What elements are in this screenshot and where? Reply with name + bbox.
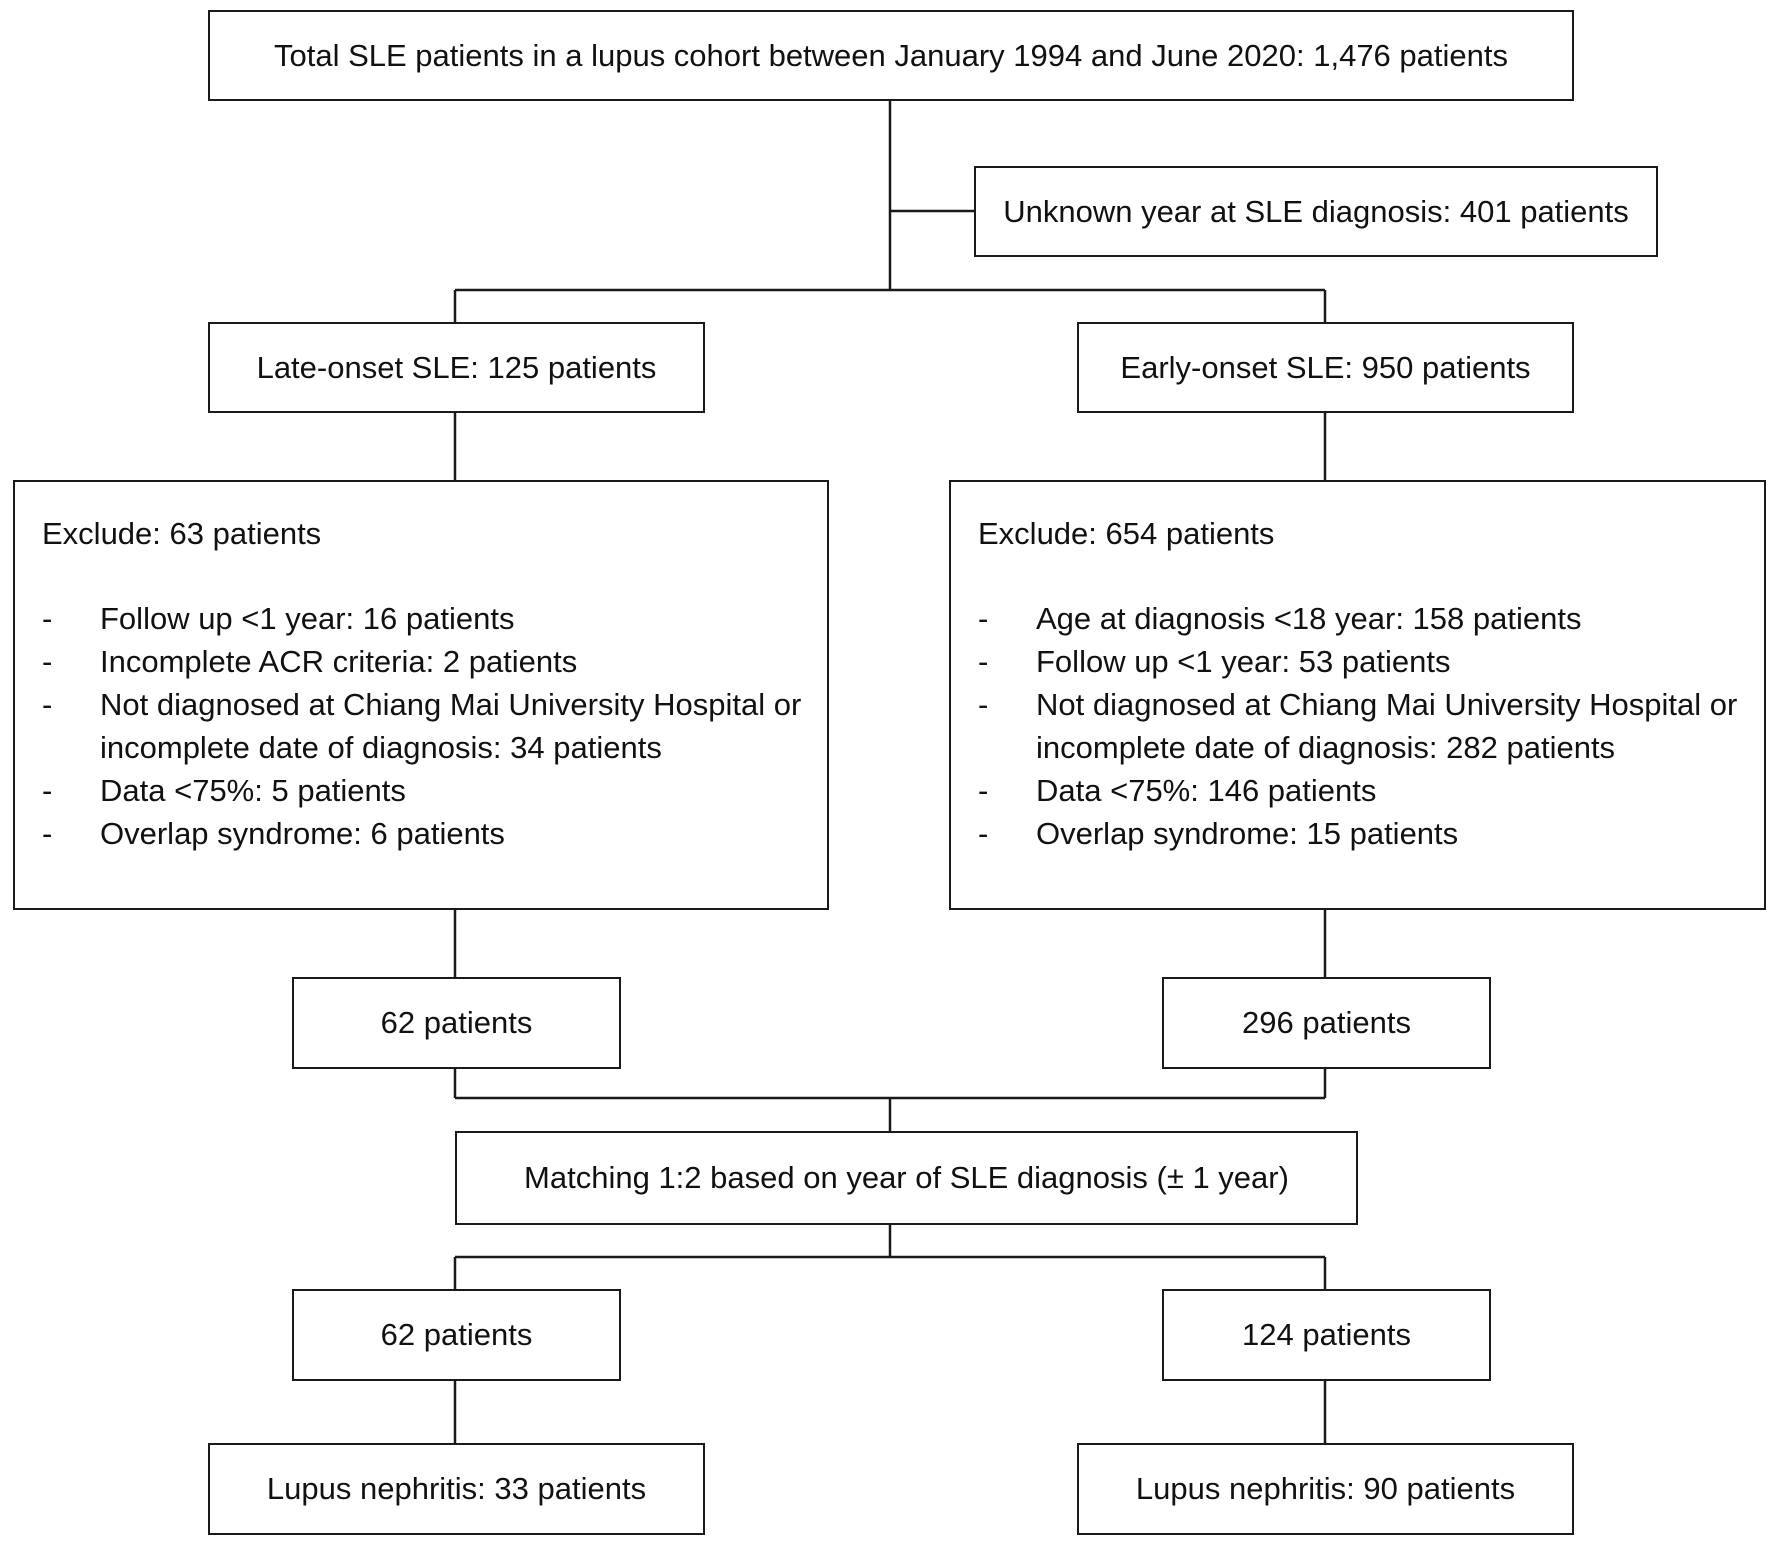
matching-box: Matching 1:2 based on year of SLE diagno… xyxy=(455,1131,1358,1225)
total-patients-label: Total SLE patients in a lupus cohort bet… xyxy=(274,37,1508,73)
late-exclude-item: Not diagnosed at Chiang Mai University H… xyxy=(42,683,807,769)
early-remaining-box: 296 patients xyxy=(1162,977,1491,1069)
late-nephritis-label: Lupus nephritis: 33 patients xyxy=(266,1471,647,1507)
late-exclude-item: Data <75%: 5 patients xyxy=(42,769,807,812)
late-nephritis-box: Lupus nephritis: 33 patients xyxy=(208,1443,705,1535)
late-exclude-title: Exclude: 63 patients xyxy=(42,516,322,551)
total-patients-box: Total SLE patients in a lupus cohort bet… xyxy=(208,10,1574,101)
early-matched-box: 124 patients xyxy=(1162,1289,1491,1381)
early-exclude-item: Follow up <1 year: 53 patients xyxy=(978,640,1744,683)
early-nephritis-label: Lupus nephritis: 90 patients xyxy=(1135,1471,1516,1507)
unknown-year-box: Unknown year at SLE diagnosis: 401 patie… xyxy=(974,166,1658,257)
late-exclude-item: Overlap syndrome: 6 patients xyxy=(42,812,807,855)
late-exclude-item: Follow up <1 year: 16 patients xyxy=(42,597,807,640)
late-exclude-box: Exclude: 63 patients Follow up <1 year: … xyxy=(13,480,829,910)
early-exclude-item: Overlap syndrome: 15 patients xyxy=(978,812,1744,855)
early-exclude-item: Data <75%: 146 patients xyxy=(978,769,1744,812)
unknown-year-label: Unknown year at SLE diagnosis: 401 patie… xyxy=(1003,193,1629,229)
late-remaining-box: 62 patients xyxy=(292,977,621,1069)
late-exclude-list: Follow up <1 year: 16 patients Incomplet… xyxy=(42,597,807,855)
early-onset-label: Early-onset SLE: 950 patients xyxy=(1120,349,1531,385)
late-remaining-label: 62 patients xyxy=(380,1005,533,1041)
matching-label: Matching 1:2 based on year of SLE diagno… xyxy=(524,1160,1289,1196)
late-exclude-item: Incomplete ACR criteria: 2 patients xyxy=(42,640,807,683)
late-matched-box: 62 patients xyxy=(292,1289,621,1381)
late-onset-box: Late-onset SLE: 125 patients xyxy=(208,322,705,413)
early-matched-label: 124 patients xyxy=(1242,1317,1411,1353)
early-exclude-item: Age at diagnosis <18 year: 158 patients xyxy=(978,597,1744,640)
late-matched-label: 62 patients xyxy=(380,1317,533,1353)
early-exclude-item: Not diagnosed at Chiang Mai University H… xyxy=(978,683,1744,769)
early-remaining-label: 296 patients xyxy=(1242,1005,1411,1041)
early-exclude-box: Exclude: 654 patients Age at diagnosis <… xyxy=(949,480,1766,910)
early-nephritis-box: Lupus nephritis: 90 patients xyxy=(1077,1443,1574,1535)
early-exclude-list: Age at diagnosis <18 year: 158 patients … xyxy=(978,597,1744,855)
early-exclude-title: Exclude: 654 patients xyxy=(978,516,1275,551)
late-onset-label: Late-onset SLE: 125 patients xyxy=(256,349,657,385)
early-onset-box: Early-onset SLE: 950 patients xyxy=(1077,322,1574,413)
